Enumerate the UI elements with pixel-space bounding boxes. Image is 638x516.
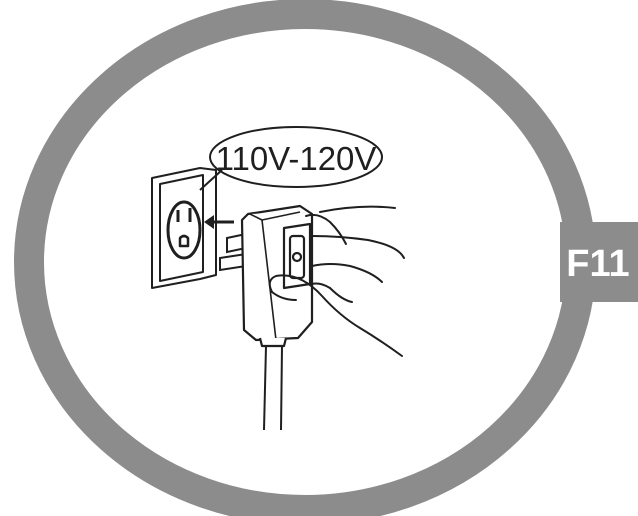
insert-arrow-icon	[204, 215, 234, 229]
power-cord	[264, 346, 282, 430]
figure-tag: F11	[560, 222, 638, 302]
figure-tag-label: F11	[566, 243, 629, 285]
voltage-callout: 110V-120V	[200, 127, 382, 190]
wall-outlet-icon	[152, 168, 216, 288]
voltage-label: 110V-120V	[216, 140, 377, 177]
